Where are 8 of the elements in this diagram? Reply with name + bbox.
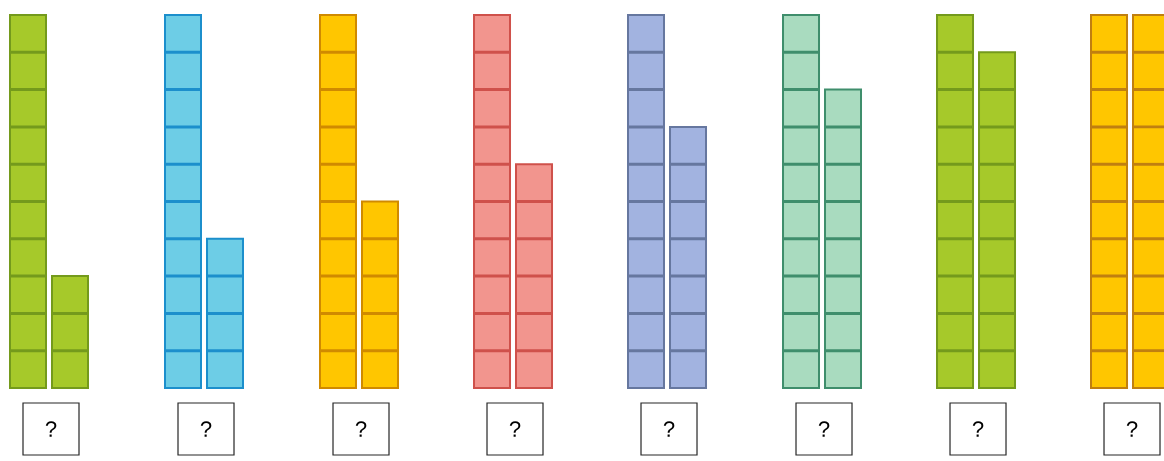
- answer-box: ?: [795, 402, 853, 456]
- answer-box: ?: [640, 402, 698, 456]
- answer-box: ?: [22, 402, 80, 456]
- answer-box: ?: [486, 402, 544, 456]
- answer-box: ?: [332, 402, 390, 456]
- answer-box: ?: [949, 402, 1007, 456]
- answer-box: ?: [1103, 402, 1161, 456]
- answer-box: ?: [177, 402, 235, 456]
